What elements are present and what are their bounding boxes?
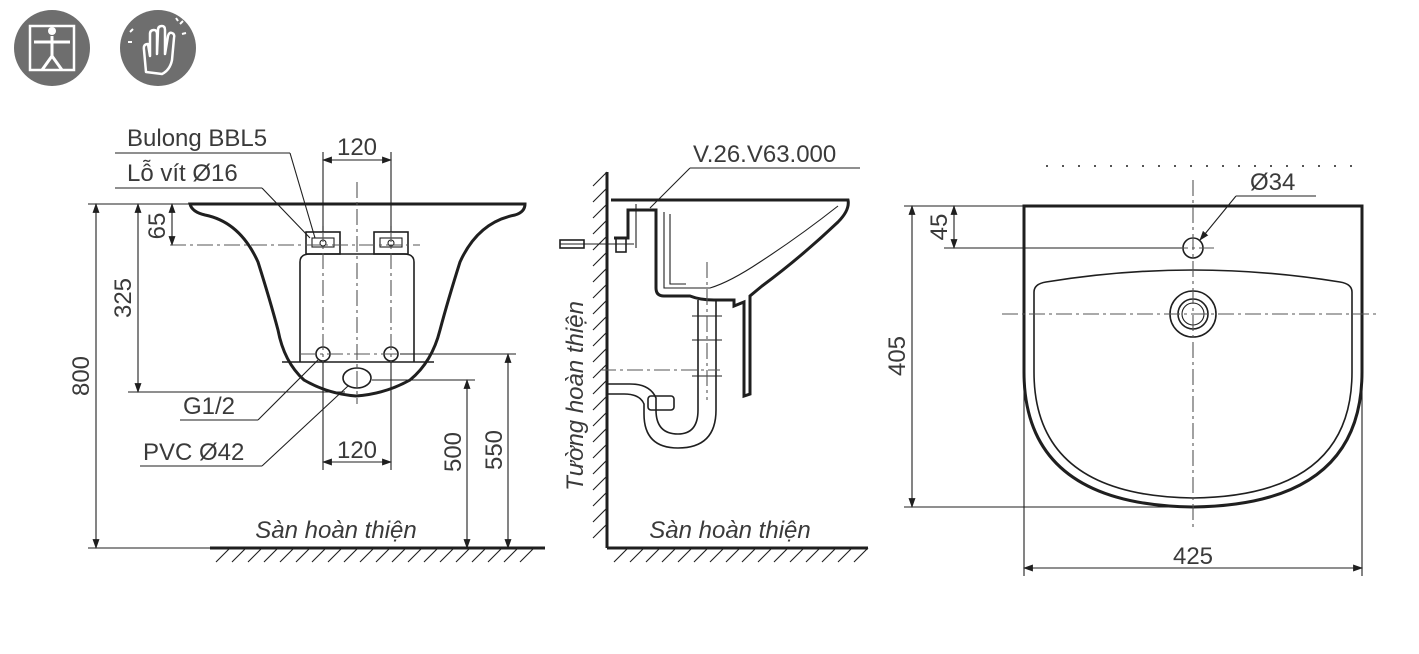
side-code-label: V.26.V63.000 xyxy=(693,141,836,168)
floor-hatch-front xyxy=(215,547,535,563)
top-bowl-inner xyxy=(1033,269,1353,499)
dim-45: 45 xyxy=(926,214,953,241)
label-pvc: PVC Ø42 xyxy=(143,439,244,466)
side-floor-label: Sàn hoàn thiện xyxy=(649,517,810,544)
dim-405: 405 xyxy=(884,336,911,376)
wall-hatch xyxy=(592,171,608,539)
label-screw: Lỗ vít Ø16 xyxy=(127,160,238,187)
p-trap xyxy=(607,383,699,435)
ergonomic-body-icon xyxy=(14,10,90,86)
top-view: Ø34 45 405 425 xyxy=(884,165,1376,576)
dim-65: 65 xyxy=(144,213,171,240)
wall-label: Tường hoàn thiện xyxy=(562,301,589,491)
dim-325: 325 xyxy=(110,278,137,318)
side-view: Tường hoàn thiện V.26.V63.000 Sàn hoàn t… xyxy=(559,141,869,563)
dim-bottom-120: 120 xyxy=(337,437,377,464)
dim-550: 550 xyxy=(481,430,508,470)
front-back-plate xyxy=(299,253,415,362)
front-floor-label: Sàn hoàn thiện xyxy=(255,517,416,544)
floor-hatch-side xyxy=(613,547,869,563)
dim-top-120: 120 xyxy=(337,134,377,161)
front-view: 120 Bulong BBL5 Lỗ vít Ø16 65 325 800 G1… xyxy=(68,125,545,563)
easy-clean-hand-icon xyxy=(120,10,196,86)
front-basin-outline xyxy=(188,202,527,398)
dim-425: 425 xyxy=(1173,543,1213,570)
dim-800: 800 xyxy=(68,356,95,396)
label-g: G1/2 xyxy=(183,393,235,420)
dim-hole-34: Ø34 xyxy=(1250,169,1295,196)
side-basin-outline xyxy=(611,198,850,399)
label-bolt: Bulong BBL5 xyxy=(127,125,267,152)
dim-500: 500 xyxy=(440,432,467,472)
